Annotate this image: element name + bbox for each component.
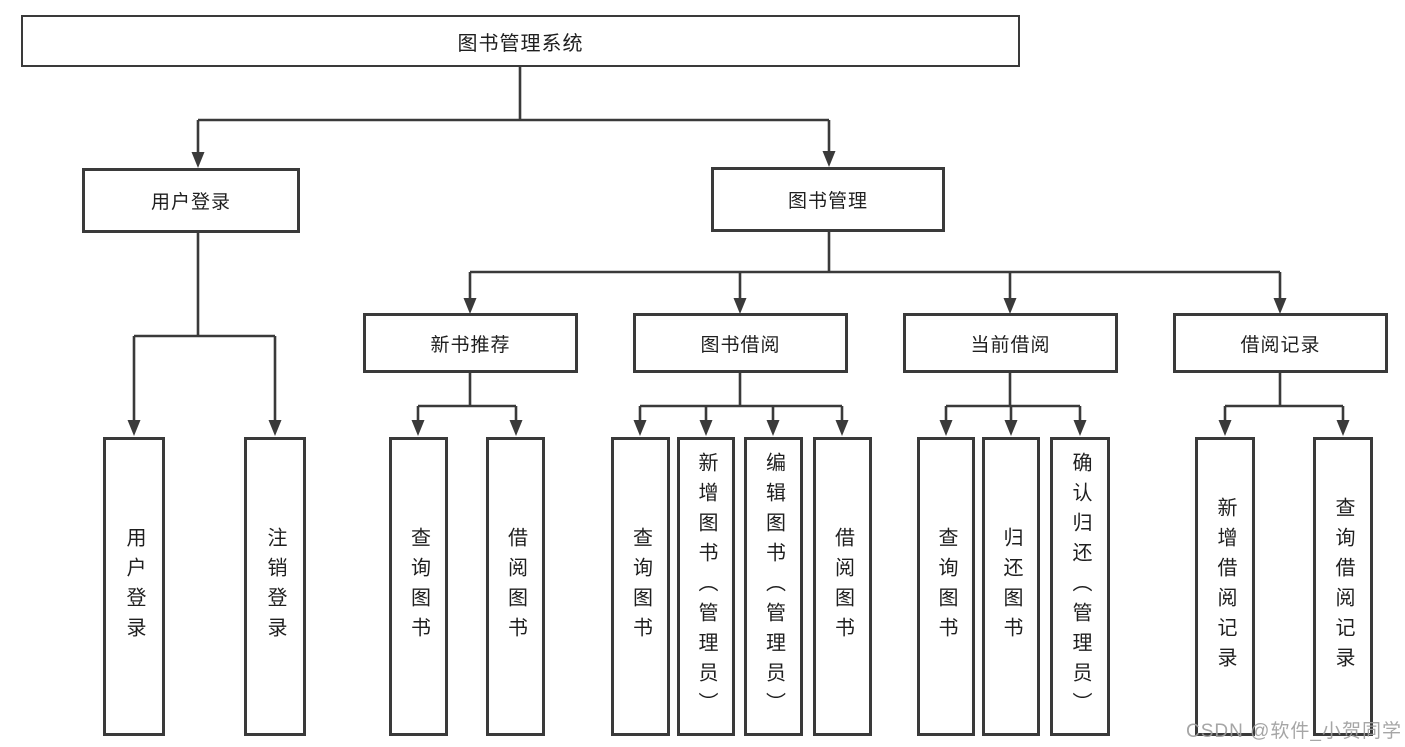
node-book-management-label: 图书管理 xyxy=(787,191,868,212)
leaf-logout: 注销登录 xyxy=(244,437,306,736)
leaf-borrow-books: 借阅图书 xyxy=(813,437,872,736)
leaf-logout-label: 注销登录 xyxy=(264,526,286,647)
connector-root-to-level2 xyxy=(191,67,836,168)
leaf-query-books-current-label: 查询图书 xyxy=(935,526,957,647)
node-user-login: 用户登录 xyxy=(82,168,300,233)
leaf-borrow-books-recommend: 借阅图书 xyxy=(486,437,545,736)
node-book-management: 图书管理 xyxy=(711,167,945,232)
leaf-confirm-return-admin: 确认归还（管理员） xyxy=(1050,437,1110,736)
connector-new-book-children xyxy=(411,373,523,436)
node-current-borrow: 当前借阅 xyxy=(903,313,1118,373)
leaf-borrow-books-recommend-label: 借阅图书 xyxy=(504,526,527,647)
leaf-borrow-books-label: 借阅图书 xyxy=(831,526,854,647)
node-borrow-records-label: 借阅记录 xyxy=(1240,334,1321,356)
node-new-book-recommend: 新书推荐 xyxy=(363,313,578,373)
leaf-edit-books-admin: 编辑图书（管理员） xyxy=(744,437,803,736)
node-borrow-records: 借阅记录 xyxy=(1173,313,1388,373)
leaf-query-books-borrow-label: 查询图书 xyxy=(629,526,652,647)
leaf-add-borrow-record: 新增借阅记录 xyxy=(1195,437,1255,736)
node-new-book-recommend-label: 新书推荐 xyxy=(430,334,511,356)
leaf-return-books-label: 归还图书 xyxy=(1000,526,1022,647)
leaf-query-borrow-record-label: 查询借阅记录 xyxy=(1332,496,1354,677)
connector-book-management-children xyxy=(463,232,1287,314)
connector-current-borrow-children xyxy=(939,373,1087,436)
leaf-confirm-return-admin-label: 确认归还（管理员） xyxy=(1069,451,1091,722)
leaf-query-borrow-record: 查询借阅记录 xyxy=(1313,437,1373,736)
leaf-edit-books-admin-label: 编辑图书（管理员） xyxy=(762,451,785,722)
leaf-add-books-admin-label: 新增图书（管理员） xyxy=(695,451,717,722)
node-book-borrow: 图书借阅 xyxy=(633,313,848,373)
watermark: CSDN @软件_小贺同学 xyxy=(1186,721,1402,742)
leaf-add-borrow-record-label: 新增借阅记录 xyxy=(1214,496,1236,677)
leaf-add-books-admin: 新增图书（管理员） xyxy=(677,437,735,736)
leaf-return-books: 归还图书 xyxy=(982,437,1040,736)
leaf-query-books-current: 查询图书 xyxy=(917,437,975,736)
leaf-query-books-borrow: 查询图书 xyxy=(611,437,670,736)
connector-book-borrow-children xyxy=(633,373,849,436)
node-root: 图书管理系统 xyxy=(21,15,1020,67)
leaf-user-login-label: 用户登录 xyxy=(123,526,145,647)
node-current-borrow-label: 当前借阅 xyxy=(970,334,1051,356)
connector-borrow-records-children xyxy=(1218,373,1350,436)
node-root-label: 图书管理系统 xyxy=(457,32,584,55)
node-user-login-label: 用户登录 xyxy=(150,192,231,213)
leaf-query-books-recommend-label: 查询图书 xyxy=(407,526,430,647)
leaf-user-login: 用户登录 xyxy=(103,437,165,736)
connector-user-login-children xyxy=(127,233,282,436)
leaf-query-books-recommend: 查询图书 xyxy=(389,437,448,736)
node-book-borrow-label: 图书借阅 xyxy=(700,334,781,356)
